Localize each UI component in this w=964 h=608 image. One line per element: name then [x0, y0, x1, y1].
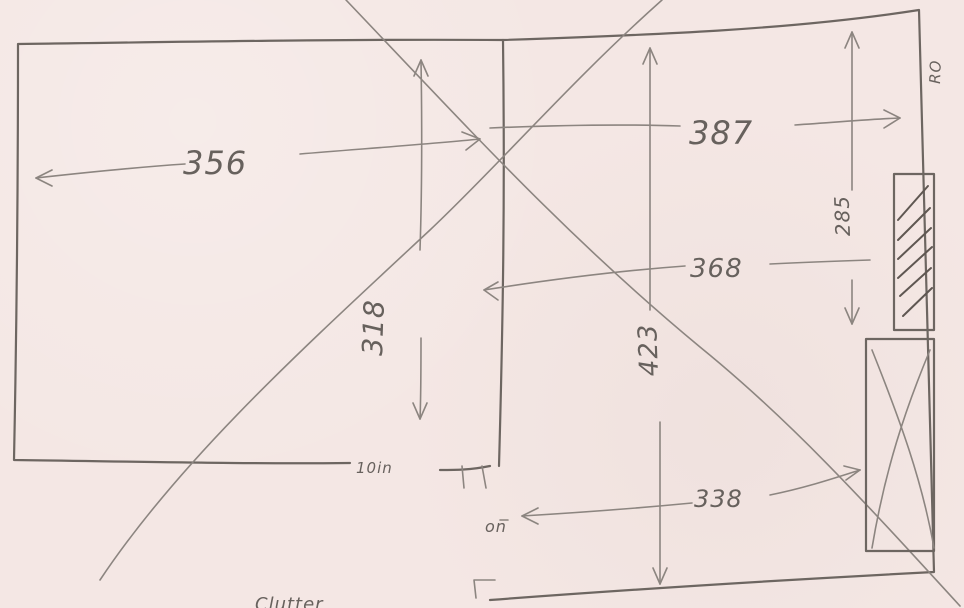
mid-width-label: 368 — [690, 254, 743, 284]
right-main-height-arrow — [649, 47, 661, 585]
bottom-width-label: 338 — [694, 485, 743, 513]
lower-placeholder — [864, 337, 936, 553]
side-panel — [892, 172, 936, 332]
left-height-label: 318 — [356, 299, 391, 357]
right-width-arrowheads — [883, 109, 901, 129]
left-width-arrowheads — [35, 131, 481, 187]
right-edge-mark: RO — [926, 59, 945, 84]
left-height-arrowheads — [412, 59, 429, 420]
left-width-label: 356 — [183, 144, 247, 182]
bottom-width-arrow — [521, 469, 861, 517]
mid-width-arrow — [483, 259, 871, 291]
lower-placeholder-cross — [871, 349, 935, 549]
side-panel-height-arrowheads — [844, 31, 860, 325]
right-width-label: 387 — [689, 114, 753, 152]
mid-width-arrowheads — [483, 281, 499, 301]
bottom-width-arrowheads — [521, 465, 861, 525]
left-width-arrow — [35, 138, 481, 179]
diagonal-main-1 — [345, 0, 961, 607]
right-width-arrow — [489, 117, 901, 129]
left-frame — [12, 38, 505, 465]
side-panel-height-label: 285 — [830, 195, 855, 237]
side-panel-hatching — [897, 185, 933, 317]
small-markers — [461, 465, 509, 599]
right-main-height-label: 423 — [633, 323, 665, 377]
left-small-mark: on — [485, 517, 507, 536]
bottom-left-mark: 10in — [356, 459, 393, 477]
right-frame — [438, 8, 936, 602]
left-height-arrow — [419, 59, 423, 420]
bottom-scribble: Clutter — [255, 594, 324, 608]
right-main-height-arrowheads — [642, 47, 668, 585]
